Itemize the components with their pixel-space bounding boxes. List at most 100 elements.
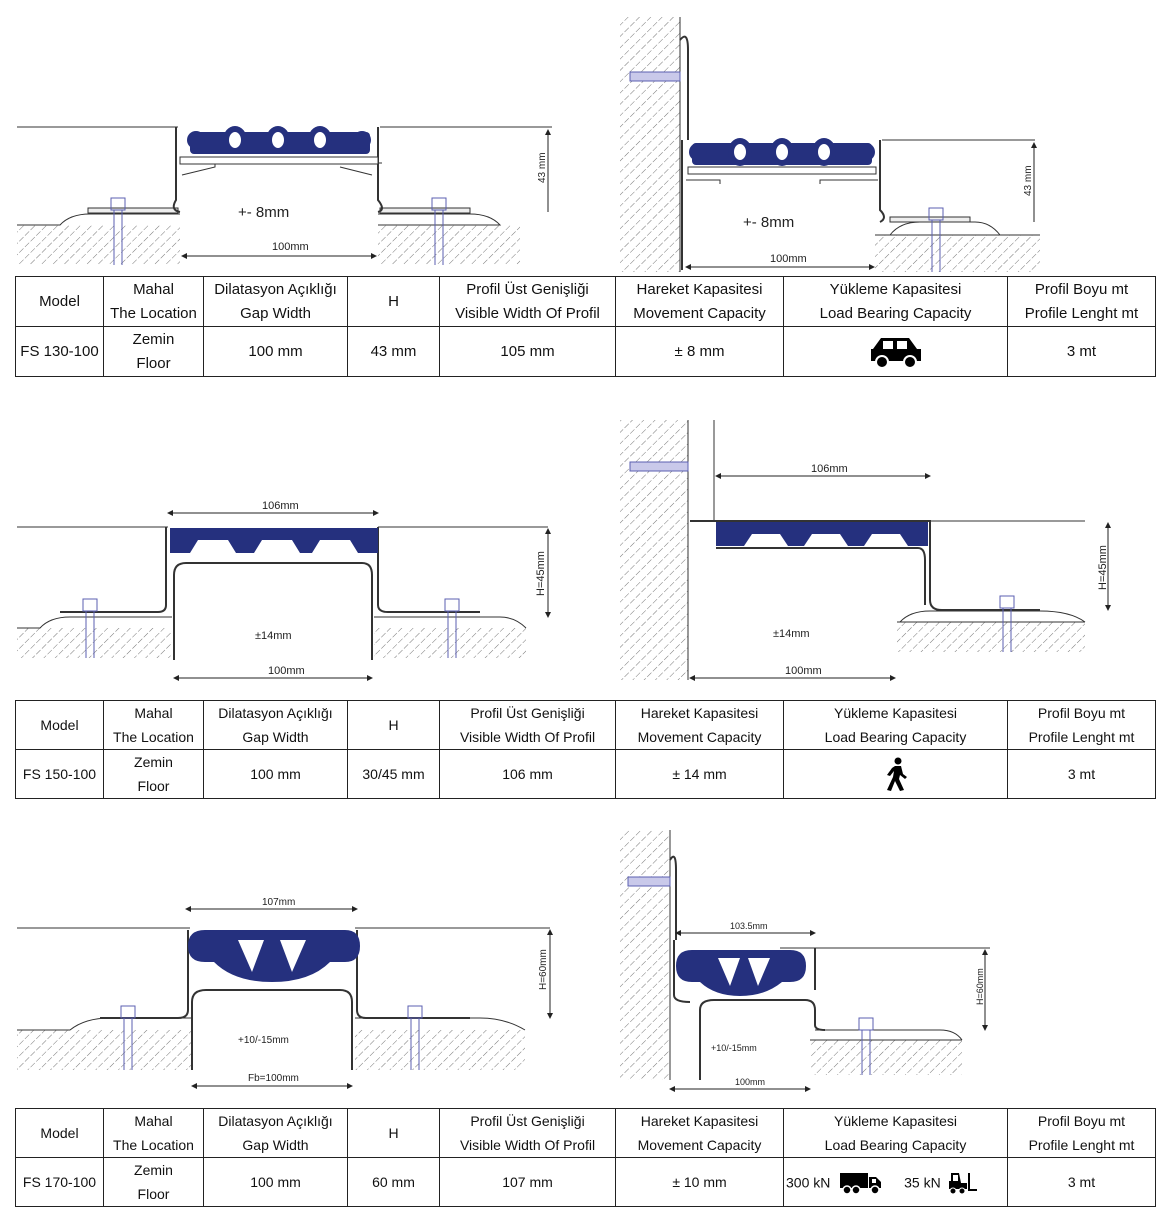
- movement-label: +- 8mm: [743, 214, 794, 231]
- header-h: H: [347, 700, 440, 750]
- cell-h: 30/45 mm: [347, 749, 440, 799]
- cell-gap: 100 mm: [203, 1157, 348, 1207]
- width-label: 106mm: [262, 500, 299, 512]
- cell-visible-width: 107 mm: [439, 1157, 616, 1207]
- cell-load: 300 kN 35 kN: [783, 1157, 1008, 1207]
- wall-anchor-icon: [629, 71, 681, 82]
- anchor-bolt: [858, 1017, 874, 1075]
- load-truck-value: 300 kN: [786, 1174, 831, 1191]
- movement-label: +10/-15mm: [238, 1035, 289, 1046]
- cell-model: FS 130-100: [15, 326, 104, 377]
- anchor-bolt: [999, 595, 1015, 652]
- gap-label: 100mm: [272, 241, 309, 253]
- cell-load: [783, 749, 1008, 799]
- pedestrian-icon: [886, 757, 907, 791]
- wall-anchor-icon: [627, 876, 671, 887]
- movement-label: ±14mm: [773, 628, 810, 640]
- anchor-bolt: [120, 1005, 136, 1070]
- cell-movement: ± 8 mm: [615, 326, 784, 377]
- cell-movement: ± 14 mm: [615, 749, 784, 799]
- header-h: H: [347, 276, 440, 327]
- drawing-fs150-wall: 106mm ±14mm 100mm H=45mm: [620, 420, 1111, 681]
- cell-gap: 100 mm: [203, 749, 348, 799]
- drawing-fs150-floor: 106mm ±14mm 100mm H=45mm: [17, 500, 551, 681]
- cell-visible-width: 105 mm: [439, 326, 616, 377]
- height-label: H=60mm: [538, 949, 549, 990]
- gap-label: 100mm: [785, 665, 822, 677]
- width-label: 106mm: [811, 463, 848, 475]
- anchor-bolt: [928, 207, 944, 272]
- gap-label: 100mm: [735, 1077, 765, 1087]
- height-label: H=45mm: [1097, 545, 1109, 590]
- anchor-bolt: [82, 598, 98, 658]
- movement-label: +10/-15mm: [711, 1043, 757, 1053]
- cell-model: FS 170-100: [15, 1157, 104, 1207]
- drawing-fs170-floor: 107mm +10/-15mm Fb=100mm H=60mm: [17, 897, 553, 1089]
- anchor-bolt: [444, 598, 460, 658]
- cell-length: 3 mt: [1007, 749, 1156, 799]
- cell-visible-width: 106 mm: [439, 749, 616, 799]
- cell-h: 60 mm: [347, 1157, 440, 1207]
- cell-h: 43 mm: [347, 326, 440, 377]
- car-icon: [870, 337, 921, 369]
- width-label: 107mm: [262, 897, 295, 908]
- drawing-fs130-wall: +- 8mm 100mm 43 mm: [620, 17, 1040, 272]
- header-h: H: [347, 1108, 440, 1158]
- forklift-icon: [948, 1172, 977, 1195]
- anchor-bolt: [407, 1005, 423, 1070]
- height-label: 43 mm: [1023, 165, 1034, 196]
- width-label: 103.5mm: [730, 921, 768, 931]
- anchor-bolt: [110, 197, 126, 265]
- seal-profile: [187, 126, 371, 154]
- cell-gap: 100 mm: [203, 326, 348, 377]
- drawing-fs170-wall: 103.5mm +10/-15mm 100mm H=60mm: [620, 830, 990, 1092]
- gap-label: 100mm: [770, 253, 807, 265]
- header-model: Model: [15, 1108, 104, 1158]
- drawing-fs130-floor: +- 8mm 100mm 43 mm: [17, 126, 552, 265]
- gap-label: 100mm: [268, 665, 305, 677]
- load-forklift-value: 35 kN: [904, 1174, 941, 1191]
- cell-length: 3 mt: [1007, 1157, 1156, 1207]
- truck-icon: [840, 1172, 882, 1195]
- movement-label: +- 8mm: [238, 204, 289, 221]
- height-label: H=45mm: [535, 551, 547, 596]
- cell-length: 3 mt: [1007, 326, 1156, 377]
- cell-movement: ± 10 mm: [615, 1157, 784, 1207]
- cell-model: FS 150-100: [15, 749, 104, 799]
- gap-label: Fb=100mm: [248, 1073, 299, 1084]
- height-label: H=60mm: [975, 968, 985, 1005]
- anchor-bolt: [431, 197, 447, 265]
- movement-label: ±14mm: [255, 630, 292, 642]
- height-label: 43 mm: [537, 152, 548, 183]
- header-model: Model: [15, 700, 104, 750]
